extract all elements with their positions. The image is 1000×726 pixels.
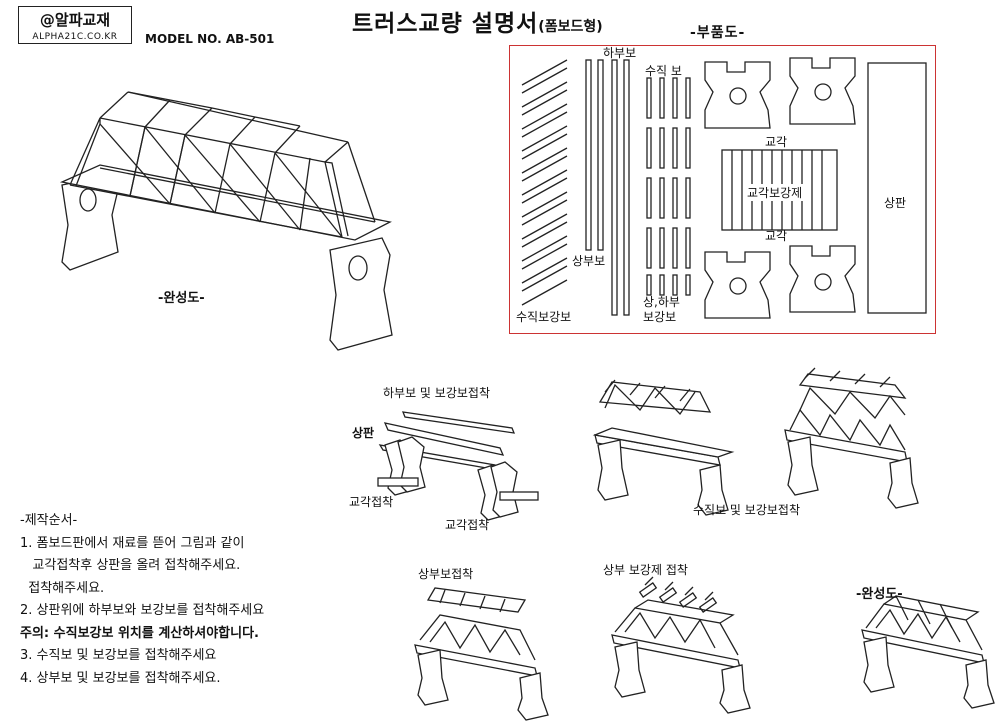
brand-url: ALPHA21C.CO.KR [32, 32, 118, 42]
vertical-reinforce-strips [521, 59, 568, 306]
complete-bridge-illustration [59, 91, 393, 351]
title-main: 트러스교량 설명서 [352, 11, 539, 37]
label-upper-lower-reinforce: 상,하부 보강보 [643, 295, 680, 324]
step3-vertical-bond: 수직보 및 보강보접착 [693, 503, 800, 517]
step2-illustration [592, 379, 735, 516]
step1-illustration [377, 411, 539, 521]
pier-pieces [704, 57, 856, 319]
label-deck: 상판 [884, 196, 907, 210]
step5-illustration [611, 576, 751, 714]
step4-illustration [414, 587, 549, 721]
instruction-line-6: 4. 상부보 및 보강보를 접착해주세요. [20, 670, 221, 686]
step1-title: 하부보 및 보강보접착 [383, 386, 490, 400]
label-vertical-reinforce: 수직보강보 [516, 310, 572, 324]
step6-complete: -완성도- [856, 587, 903, 602]
brand-logo: @알파교재 ALPHA21C.CO.KR [18, 6, 132, 44]
brand-name: @알파교재 [39, 11, 111, 29]
label-lower-beam: 하부보 [603, 46, 637, 60]
complete-label: -완성도- [158, 291, 205, 306]
parts-heading: -부품도- [690, 25, 746, 41]
instruction-line-4: 2. 상판위에 하부보와 보강보를 접착해주세요 [20, 603, 265, 618]
document-title: 트러스교량 설명서(폼보드형) [352, 4, 603, 38]
instructions: -제작순서- 1. 폼보드판에서 재료를 뜯어 그림과 같이 교각접착후 상판을… [20, 510, 264, 690]
label-upper-beam: 상부보 [572, 254, 606, 268]
step5-upper-reinforce-bond: 상부 보강제 접착 [603, 563, 688, 577]
step4-upper-bond: 상부보접착 [418, 567, 474, 581]
beam-strips [585, 59, 691, 316]
instruction-line-2: 교각접착후 상판을 올려 접착해주세요. [20, 558, 241, 573]
instruction-line-3: 접착해주세요. [20, 580, 105, 596]
label-pier-bottom: 교각 [765, 229, 788, 243]
step6-illustration [861, 595, 995, 709]
label-pier-top: 교각 [765, 135, 788, 149]
instructions-heading: -제작순서- [20, 513, 78, 528]
parts-frame [509, 45, 936, 334]
instruction-warning: 주의: 수직보강보 위치를 계산하셔야합니다. [20, 625, 259, 641]
step1-pier-bond-a: 교각접착 [349, 495, 394, 509]
deck-board [867, 62, 927, 314]
step3-illustration [784, 367, 919, 509]
instruction-line-5: 3. 수직보 및 보강보를 접착해주세요 [20, 648, 217, 663]
step1-pier-bond-b: 교각접착 [445, 518, 490, 532]
instruction-line-1: 1. 폼보드판에서 재료를 뜯어 그림과 같이 [20, 535, 245, 551]
title-sub: (폼보드형) [538, 19, 603, 35]
label-pier-reinforce: 교각보강제 [745, 184, 805, 201]
label-vertical-beam: 수직 보 [645, 64, 682, 78]
model-number: MODEL NO. AB-501 [145, 32, 275, 46]
step1-deck-label: 상판 [352, 426, 375, 440]
